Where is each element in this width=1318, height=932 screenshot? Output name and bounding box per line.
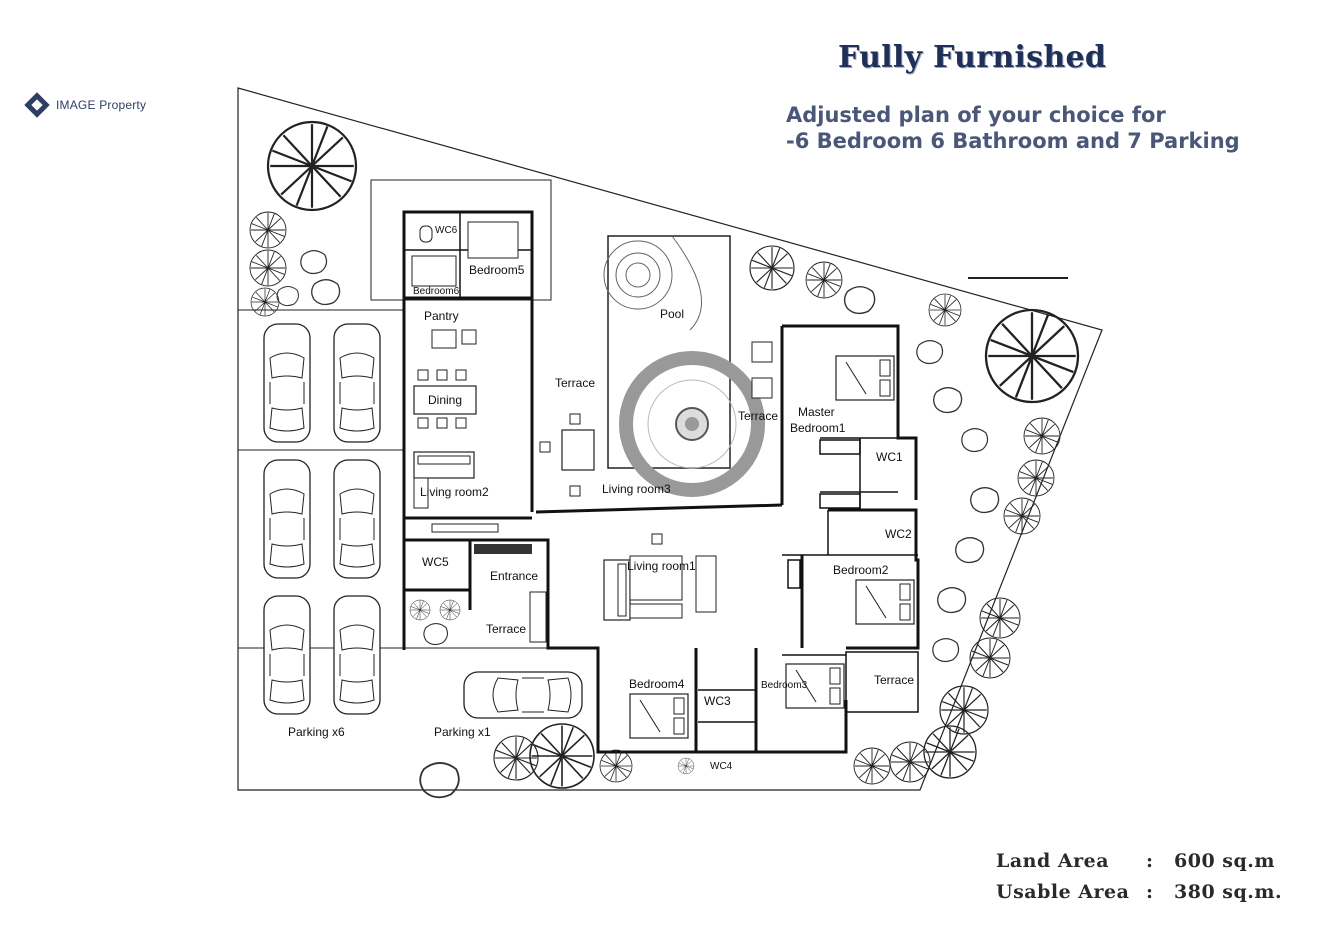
label-wc3: WC3 <box>704 694 731 708</box>
label-wc2: WC2 <box>885 527 912 541</box>
label-pool: Pool <box>660 307 684 321</box>
label-living-room-3: Living room3 <box>602 482 671 496</box>
subtitle-line-1: Adjusted plan of your choice for <box>786 103 1166 127</box>
site-boundary <box>237 87 1103 791</box>
page-subtitle: Adjusted plan of your choice for -6 Bedr… <box>786 102 1240 154</box>
label-entrance: Entrance <box>490 569 538 583</box>
subtitle-line-2: -6 Bedroom 6 Bathroom and 7 Parking <box>786 129 1240 153</box>
usable-area-row: Usable Area : 380 sq.m. <box>996 877 1282 908</box>
land-area-value: 600 sq.m <box>1174 850 1275 872</box>
label-wc1: WC1 <box>876 450 903 464</box>
label-bedroom4: Bedroom4 <box>629 677 685 691</box>
label-terrace-right: Terrace <box>738 409 778 423</box>
brand-logo: IMAGE Property <box>24 92 147 118</box>
label-parking-x1: Parking x1 <box>434 725 491 739</box>
label-dining: Dining <box>428 393 462 407</box>
label-terrace-bottom-right: Terrace <box>874 673 914 687</box>
label-bedroom3: Bedroom3 <box>761 680 808 691</box>
label-bedroom2: Bedroom2 <box>833 563 889 577</box>
land-area-label: Land Area <box>996 850 1110 872</box>
usable-area-value: 380 sq.m. <box>1174 881 1283 903</box>
building-walls <box>402 210 920 754</box>
label-living-room-2: Living room2 <box>420 485 489 499</box>
page-title: Fully Furnished <box>838 40 1107 75</box>
label-master-line-2: Bedroom1 <box>790 421 846 435</box>
land-area-row: Land Area : 600 sq.m <box>996 846 1282 877</box>
label-terrace-middle: Terrace <box>555 376 595 390</box>
furniture <box>411 221 915 739</box>
label-terrace-entry: Terrace <box>486 622 526 636</box>
label-wc5: WC5 <box>422 555 449 569</box>
label-wc6: WC6 <box>435 225 458 236</box>
label-wc4: WC4 <box>710 761 733 772</box>
usable-area-label: Usable Area <box>996 881 1130 903</box>
label-pantry: Pantry <box>424 309 459 323</box>
pool <box>603 235 765 497</box>
area-summary: Land Area : 600 sq.m Usable Area : 380 s… <box>996 846 1282 908</box>
brand-name: IMAGE Property <box>56 98 147 112</box>
label-living-room-1: Living room1 <box>627 559 696 573</box>
label-bedroom6: Bedroom6 <box>413 286 460 297</box>
label-bedroom5: Bedroom5 <box>469 263 525 277</box>
label-parking-x6: Parking x6 <box>288 725 345 739</box>
parking-area <box>238 309 598 719</box>
label-master-line-1: Master <box>798 405 835 419</box>
